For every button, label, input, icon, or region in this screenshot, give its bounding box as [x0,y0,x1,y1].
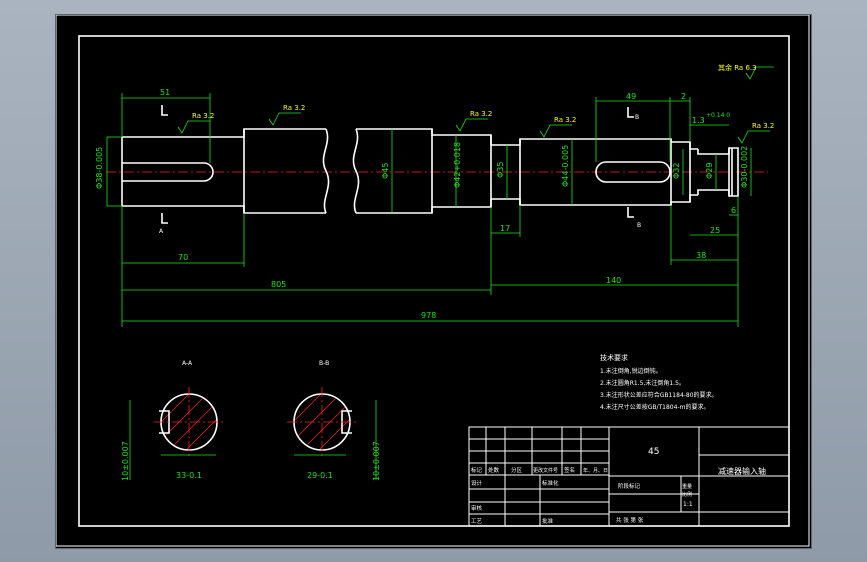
tb-header-doc: 更改文件号 [533,467,558,474]
tb-header-sign: 签名 [564,466,575,474]
dimension-lines [106,93,752,327]
tb-scale: 比例 [682,491,692,498]
dim-49: 49 [626,92,636,101]
section-mark-a: A [159,228,164,235]
dim-51: 51 [160,88,170,97]
tb-stage: 阶段标记 [618,482,641,490]
section-cut-markers [161,105,634,224]
tb-approve: 批准 [542,517,554,525]
dim-dia45: Φ45 [381,163,390,179]
title-block-part-name: 减速器输入轴 [718,466,766,476]
tb-scale-value: 1:1 [683,501,693,508]
cad-viewport[interactable]: 51 70 805 978 49 2 1.3 +0.14 0 17 140 25… [55,14,812,549]
section-b-b-width: 29-0.1 [307,471,333,480]
section-b-b-height: 10±0.007 [372,441,381,481]
tb-header-zone: 分区 [511,466,523,474]
dim-140: 140 [606,276,621,285]
section-a-a-title: A-A [182,360,193,367]
dim-dia35: Φ35 [496,162,505,178]
tech-req-item-1: 1.未注倒角,锐边倒钝。 [600,367,662,375]
tb-process: 工艺 [471,518,483,525]
dim-1-3: 1.3 [692,116,705,125]
dim-dia38: Φ38-0.005 [95,147,104,189]
section-a-a-width: 33-0.1 [176,471,202,480]
dim-2: 2 [681,92,686,101]
section-mark-b: B [637,222,641,229]
sheet-outer-border [56,15,810,547]
drawing-canvas: 51 70 805 978 49 2 1.3 +0.14 0 17 140 25… [56,15,810,547]
title-block [468,426,790,527]
tech-req-item-3: 3.未注形状公差应符合GB1184-80的要求。 [600,391,718,399]
dim-1-3-tolerance: +0.14 0 [706,112,730,119]
tb-header-date: 年、月、日 [583,467,608,474]
dim-38: 38 [696,251,706,260]
dim-dia42: Φ42+0.018 [453,142,462,188]
tb-header-qty: 处数 [488,466,500,474]
dim-dia44: Φ44-0.005 [561,145,570,187]
dim-17: 17 [500,224,510,233]
tech-req-title: 技术要求 [600,353,628,362]
tech-req-item-4: 4.未注尺寸公差按GB/T1804-m的要求。 [600,403,709,411]
tb-header-mark: 标记 [471,466,483,474]
roughness-label-other: 其余 Ra 6.3 [718,63,757,72]
dim-dia29: Φ29 [705,163,714,179]
tb-design: 设计 [471,479,483,487]
section-a-a [129,387,224,480]
section-a-a-height: 10±0.007 [121,441,130,481]
tech-req-item-2: 2.未注圆角R1.5,未注倒角1.5。 [600,379,685,387]
section-mark-b-top: B [635,114,639,121]
shaft-outline [121,128,739,214]
dim-70: 70 [178,253,188,262]
tb-sheets: 共 张 第 张 [616,516,644,524]
tb-standard: 标准化 [542,479,559,487]
sheet-inner-border [78,35,790,527]
dim-dia32: Φ32 [672,163,681,179]
tb-check: 审核 [471,504,483,512]
tb-weight: 重量 [682,483,692,490]
technical-requirements: 技术要求 1.未注倒角,锐边倒钝。 2.未注圆角R1.5,未注倒角1.5。 3.… [600,353,718,411]
dim-dia30: Φ30-0.002 [740,146,749,188]
dim-978: 978 [421,311,436,320]
roughness-label-1: Ra 3.2 [192,112,214,120]
roughness-symbols [177,66,774,144]
roughness-label-5: Ra 3.2 [752,122,774,130]
roughness-label-3: Ra 3.2 [470,110,492,118]
section-b-b-title: B-B [319,360,329,367]
dim-25: 25 [710,226,720,235]
dim-6: 6 [731,206,736,215]
title-block-material: 45 [648,447,659,457]
roughness-label-2: Ra 3.2 [283,104,305,112]
dim-805: 805 [271,280,286,289]
roughness-label-4: Ra 3.2 [554,116,576,124]
section-b-b [287,387,377,480]
